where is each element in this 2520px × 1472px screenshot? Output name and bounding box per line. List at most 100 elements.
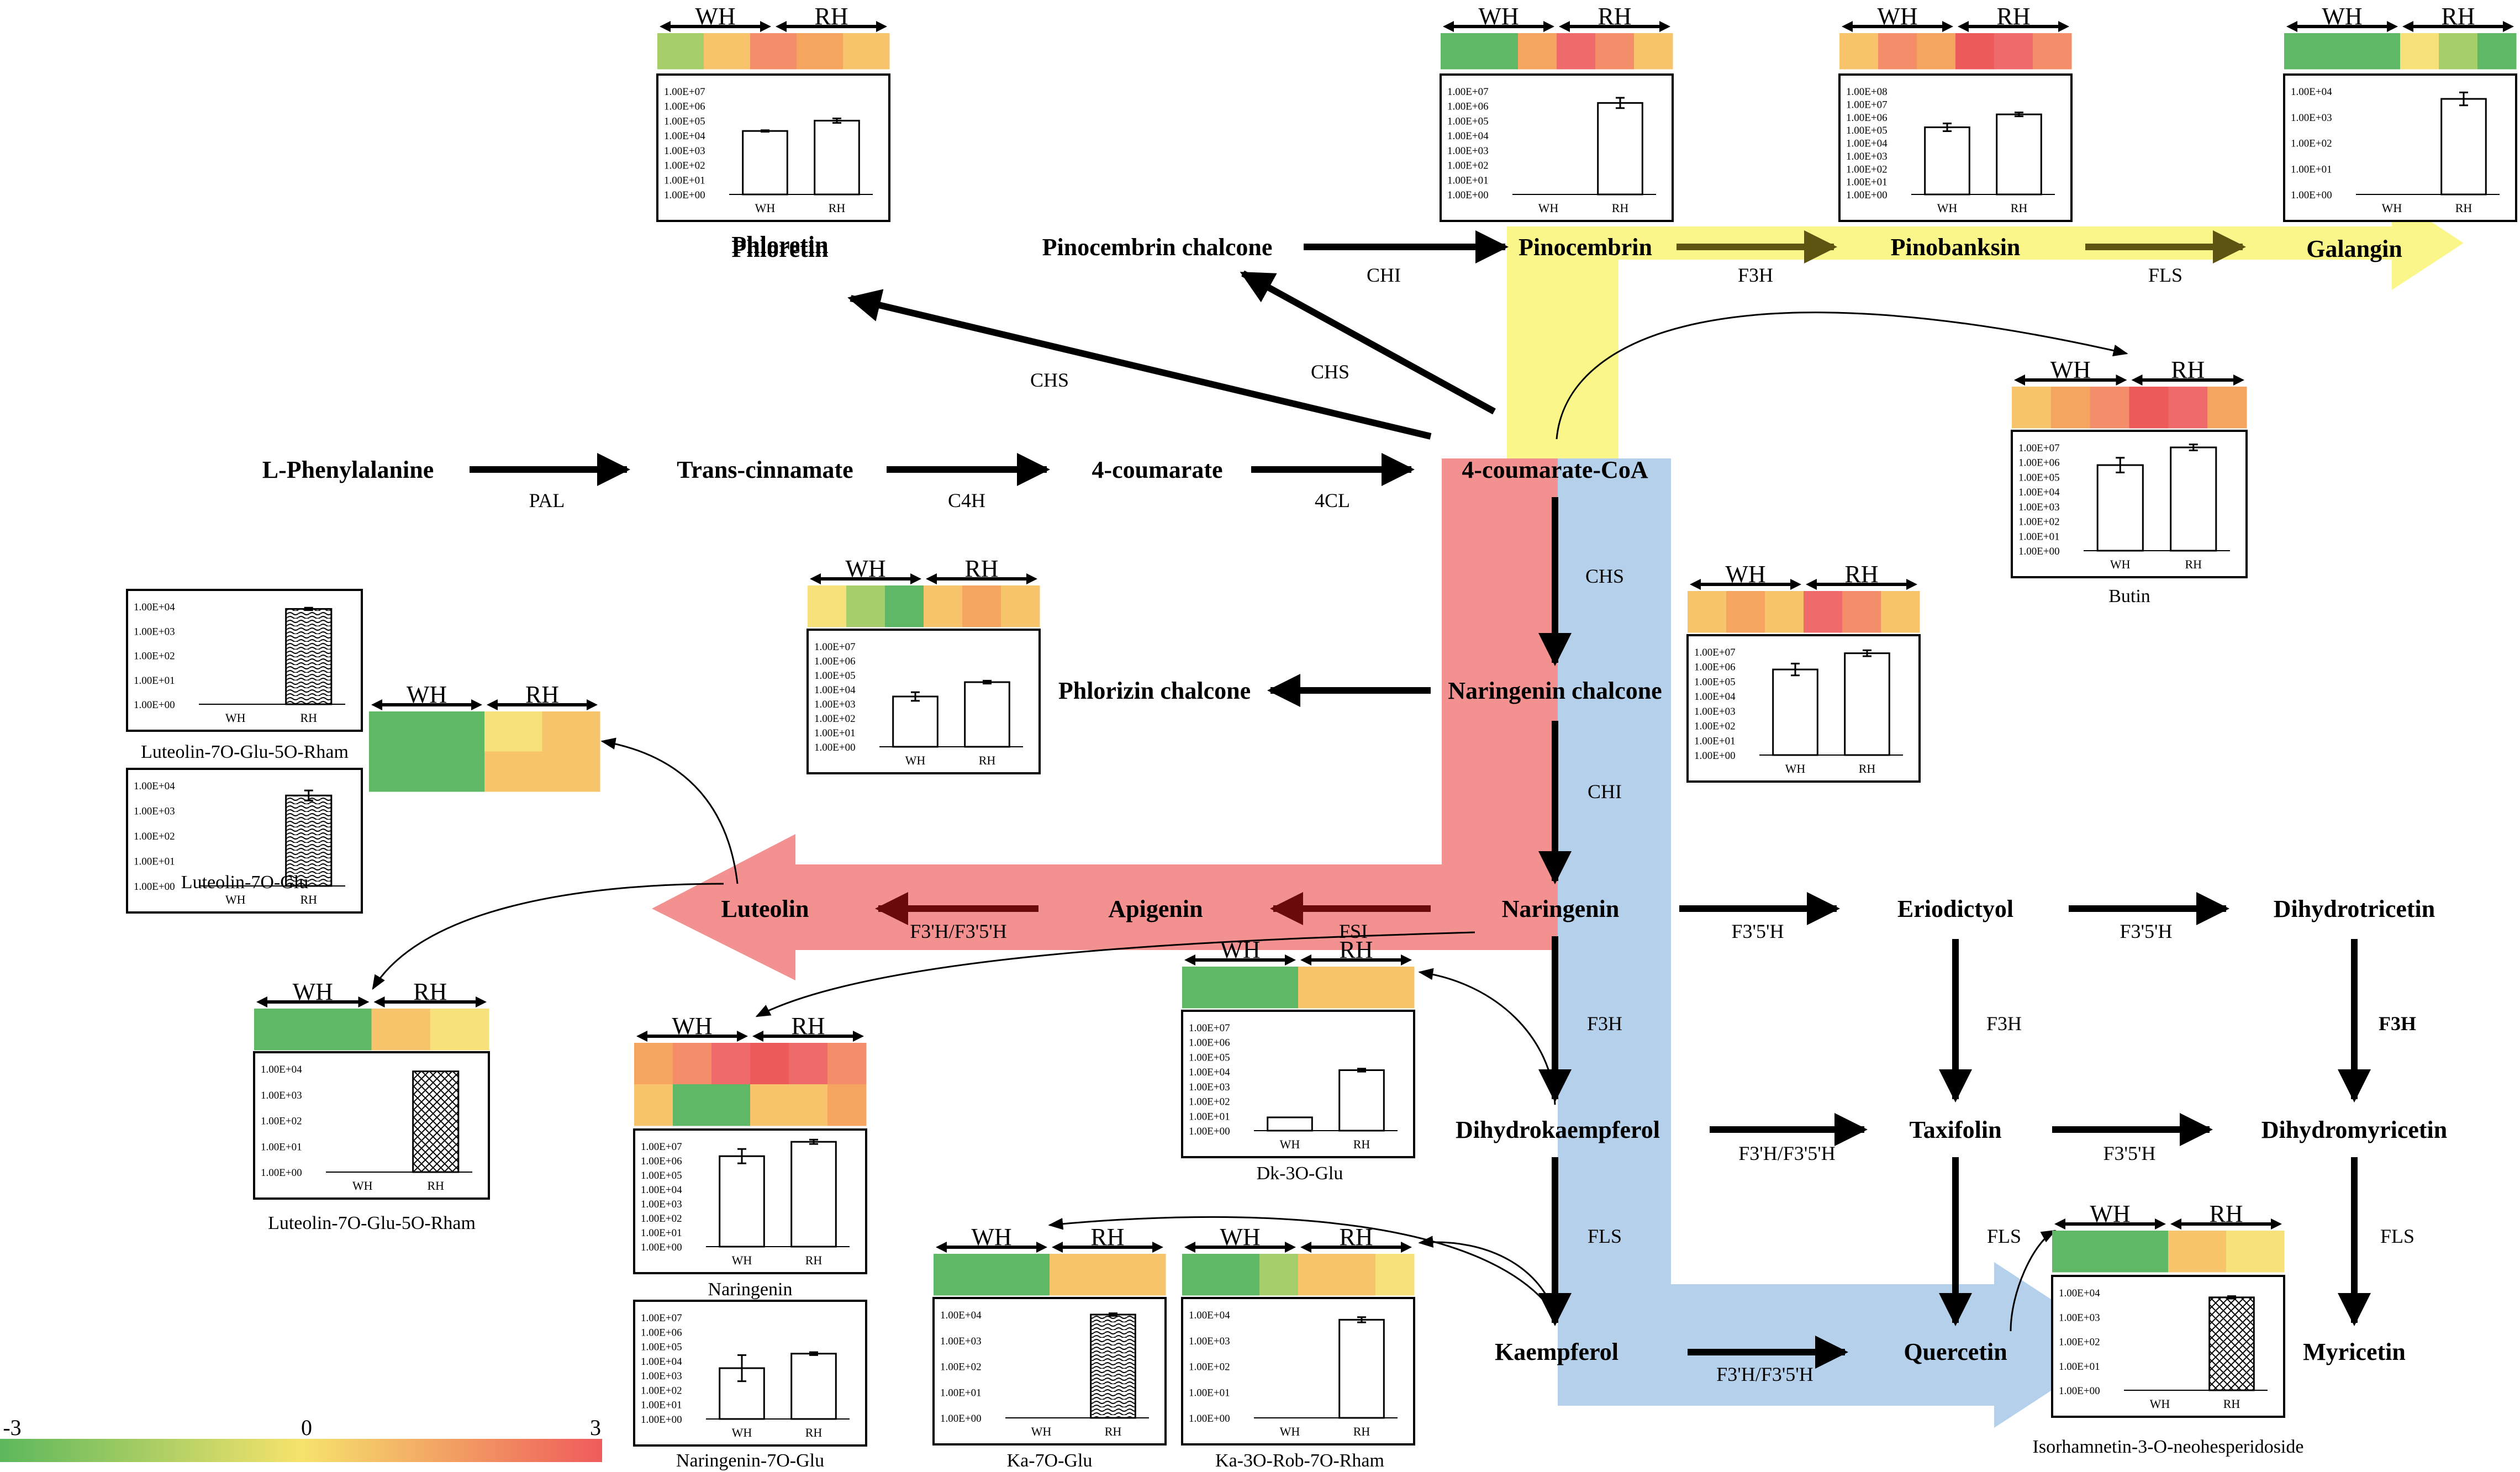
enzyme-chs-1: CHS xyxy=(1030,369,1069,391)
heatmap-cell xyxy=(2439,33,2478,70)
bracket-arrow-left xyxy=(1300,954,1311,965)
compound-pinocembrin: Pinocembrin xyxy=(1519,234,1652,261)
y-tick-label: 1.00E+03 xyxy=(814,699,856,710)
heatmap-cell xyxy=(634,1043,673,1085)
y-tick-label: 1.00E+02 xyxy=(1189,1096,1230,1108)
group-label-wh: WH xyxy=(1877,3,1917,30)
x-tick-label-rh: RH xyxy=(2185,557,2202,571)
bracket-arrow-left xyxy=(1559,21,1570,32)
heatmap-cell xyxy=(1479,33,1519,70)
y-tick-label: 1.00E+06 xyxy=(814,656,856,667)
heatmap-cell xyxy=(808,585,847,627)
heatmap-cell xyxy=(1298,1254,1337,1296)
heatmap-cell xyxy=(2168,387,2208,429)
y-tick-label: 1.00E+04 xyxy=(1189,1310,1230,1321)
y-tick-label: 1.00E+03 xyxy=(641,1199,682,1210)
y-tick-label: 1.00E+04 xyxy=(664,130,705,142)
y-tick-label: 1.00E+01 xyxy=(1189,1111,1230,1122)
heatmap-cell xyxy=(1688,591,1727,633)
heatmap-cell xyxy=(1634,33,1673,70)
group-label-rh: RH xyxy=(1339,1223,1373,1251)
y-tick-label: 1.00E+00 xyxy=(664,189,705,201)
bracket-arrow-left xyxy=(1184,1242,1195,1253)
heatmap-cell xyxy=(2052,1231,2111,1273)
curve-to-dk-glu xyxy=(1418,968,1556,1105)
y-tick-label: 1.00E+04 xyxy=(2059,1288,2100,1299)
group-label-wh: WH xyxy=(407,681,447,708)
y-tick-label: 1.00E+03 xyxy=(1189,1081,1230,1093)
y-tick-label: 1.00E+02 xyxy=(2059,1337,2100,1348)
heatmap-cell xyxy=(885,585,924,627)
y-tick-label: 1.00E+03 xyxy=(261,1090,302,1101)
y-tick-label: 1.00E+07 xyxy=(1189,1022,1230,1034)
bracket-arrow-left xyxy=(1184,954,1195,965)
y-tick-label: 1.00E+06 xyxy=(1189,1037,1230,1049)
heatmap-cell xyxy=(1337,1254,1376,1296)
y-tick-label: 1.00E+01 xyxy=(134,856,175,868)
curve-to-luteolin-glu-rham xyxy=(372,883,724,990)
y-tick-label: 1.00E+01 xyxy=(664,175,705,186)
x-tick-label-rh: RH xyxy=(300,893,317,906)
bracket-arrow-left xyxy=(1300,1242,1311,1253)
heatmap-cell xyxy=(673,1084,712,1126)
heatmap-cell xyxy=(1221,1254,1260,1296)
bracket-arrow-right xyxy=(760,21,771,32)
y-tick-label: 1.00E+01 xyxy=(2291,163,2332,175)
bracket-arrow-left xyxy=(2170,1218,2181,1230)
panel-title: Luteolin-7O-Glu xyxy=(181,872,308,893)
bar-rh xyxy=(1844,652,1890,756)
bracket-arrow-left xyxy=(256,996,267,1007)
group-label-wh: WH xyxy=(2090,1200,2130,1227)
enzyme-f3h-f35h-2: F3'H/F3'5'H xyxy=(1738,1142,1836,1164)
heatmap-cell xyxy=(430,1009,489,1051)
heatmap-cell xyxy=(657,33,704,70)
x-tick-label-wh: WH xyxy=(755,201,776,215)
bracket-arrow-right xyxy=(2503,21,2514,32)
y-tick-label: 1.00E+02 xyxy=(261,1116,302,1127)
compound-dihydromyricetin: Dihydromyricetin xyxy=(2261,1116,2448,1143)
y-tick-label: 1.00E+05 xyxy=(2018,472,2060,483)
heatmap-cell xyxy=(1839,33,1879,70)
y-tick-label: 1.00E+02 xyxy=(1694,721,1736,732)
y-tick-label: 1.00E+01 xyxy=(814,727,856,739)
bar-rh xyxy=(1996,113,2042,196)
heatmap-cell xyxy=(1917,33,1956,70)
heatmap-cell xyxy=(750,33,797,70)
heatmap-cell xyxy=(2400,33,2439,70)
compound-galangin: Galangin xyxy=(2306,235,2402,262)
bracket-arrow-right xyxy=(1285,1242,1296,1253)
bracket-arrow-right xyxy=(2387,21,2398,32)
y-tick-label: 1.00E+02 xyxy=(2018,516,2060,528)
heatmap-cell xyxy=(2050,387,2091,429)
y-tick-label: 1.00E+01 xyxy=(641,1227,682,1239)
x-tick-label-rh: RH xyxy=(1353,1424,1370,1438)
enzyme-f3h-f35h-3: F3'H/F3'5'H xyxy=(1716,1363,1813,1385)
x-tick-label-rh: RH xyxy=(1859,762,1876,775)
bar-rh xyxy=(2208,1296,2255,1391)
group-label-wh: WH xyxy=(1220,1223,1260,1251)
y-tick-label: 1.00E+05 xyxy=(641,1170,682,1181)
compound-4-coumarate-coa: 4-coumarate-CoA xyxy=(1462,456,1648,483)
compound-myricetin: Myricetin xyxy=(2303,1338,2406,1365)
y-tick-label: 1.00E+02 xyxy=(134,651,175,662)
bar-wh xyxy=(892,695,939,748)
enzyme-chs-3: CHS xyxy=(1585,565,1624,587)
bracket-arrow-right xyxy=(1036,1242,1047,1253)
heatmap-cell xyxy=(1955,33,1995,70)
group-label-rh: RH xyxy=(791,1012,825,1040)
enzyme-f3h-f35h-1: F3'H/F3'5'H xyxy=(910,920,1007,942)
bracket-arrow-right xyxy=(2116,374,2127,386)
bracket-arrow-left xyxy=(810,573,821,584)
y-tick-label: 1.00E+06 xyxy=(1694,662,1736,673)
group-label-rh: RH xyxy=(413,978,447,1005)
arrow-chs-phloretin xyxy=(847,289,1432,440)
heatmap-cell xyxy=(843,33,890,70)
heatmap-cell xyxy=(1518,33,1557,70)
heatmap-cell xyxy=(704,33,751,70)
y-tick-label: 1.00E+00 xyxy=(134,699,175,711)
y-tick-label: 1.00E+07 xyxy=(1846,99,1888,110)
heatmap-cell xyxy=(369,751,427,792)
bar-rh xyxy=(1338,1069,1385,1132)
